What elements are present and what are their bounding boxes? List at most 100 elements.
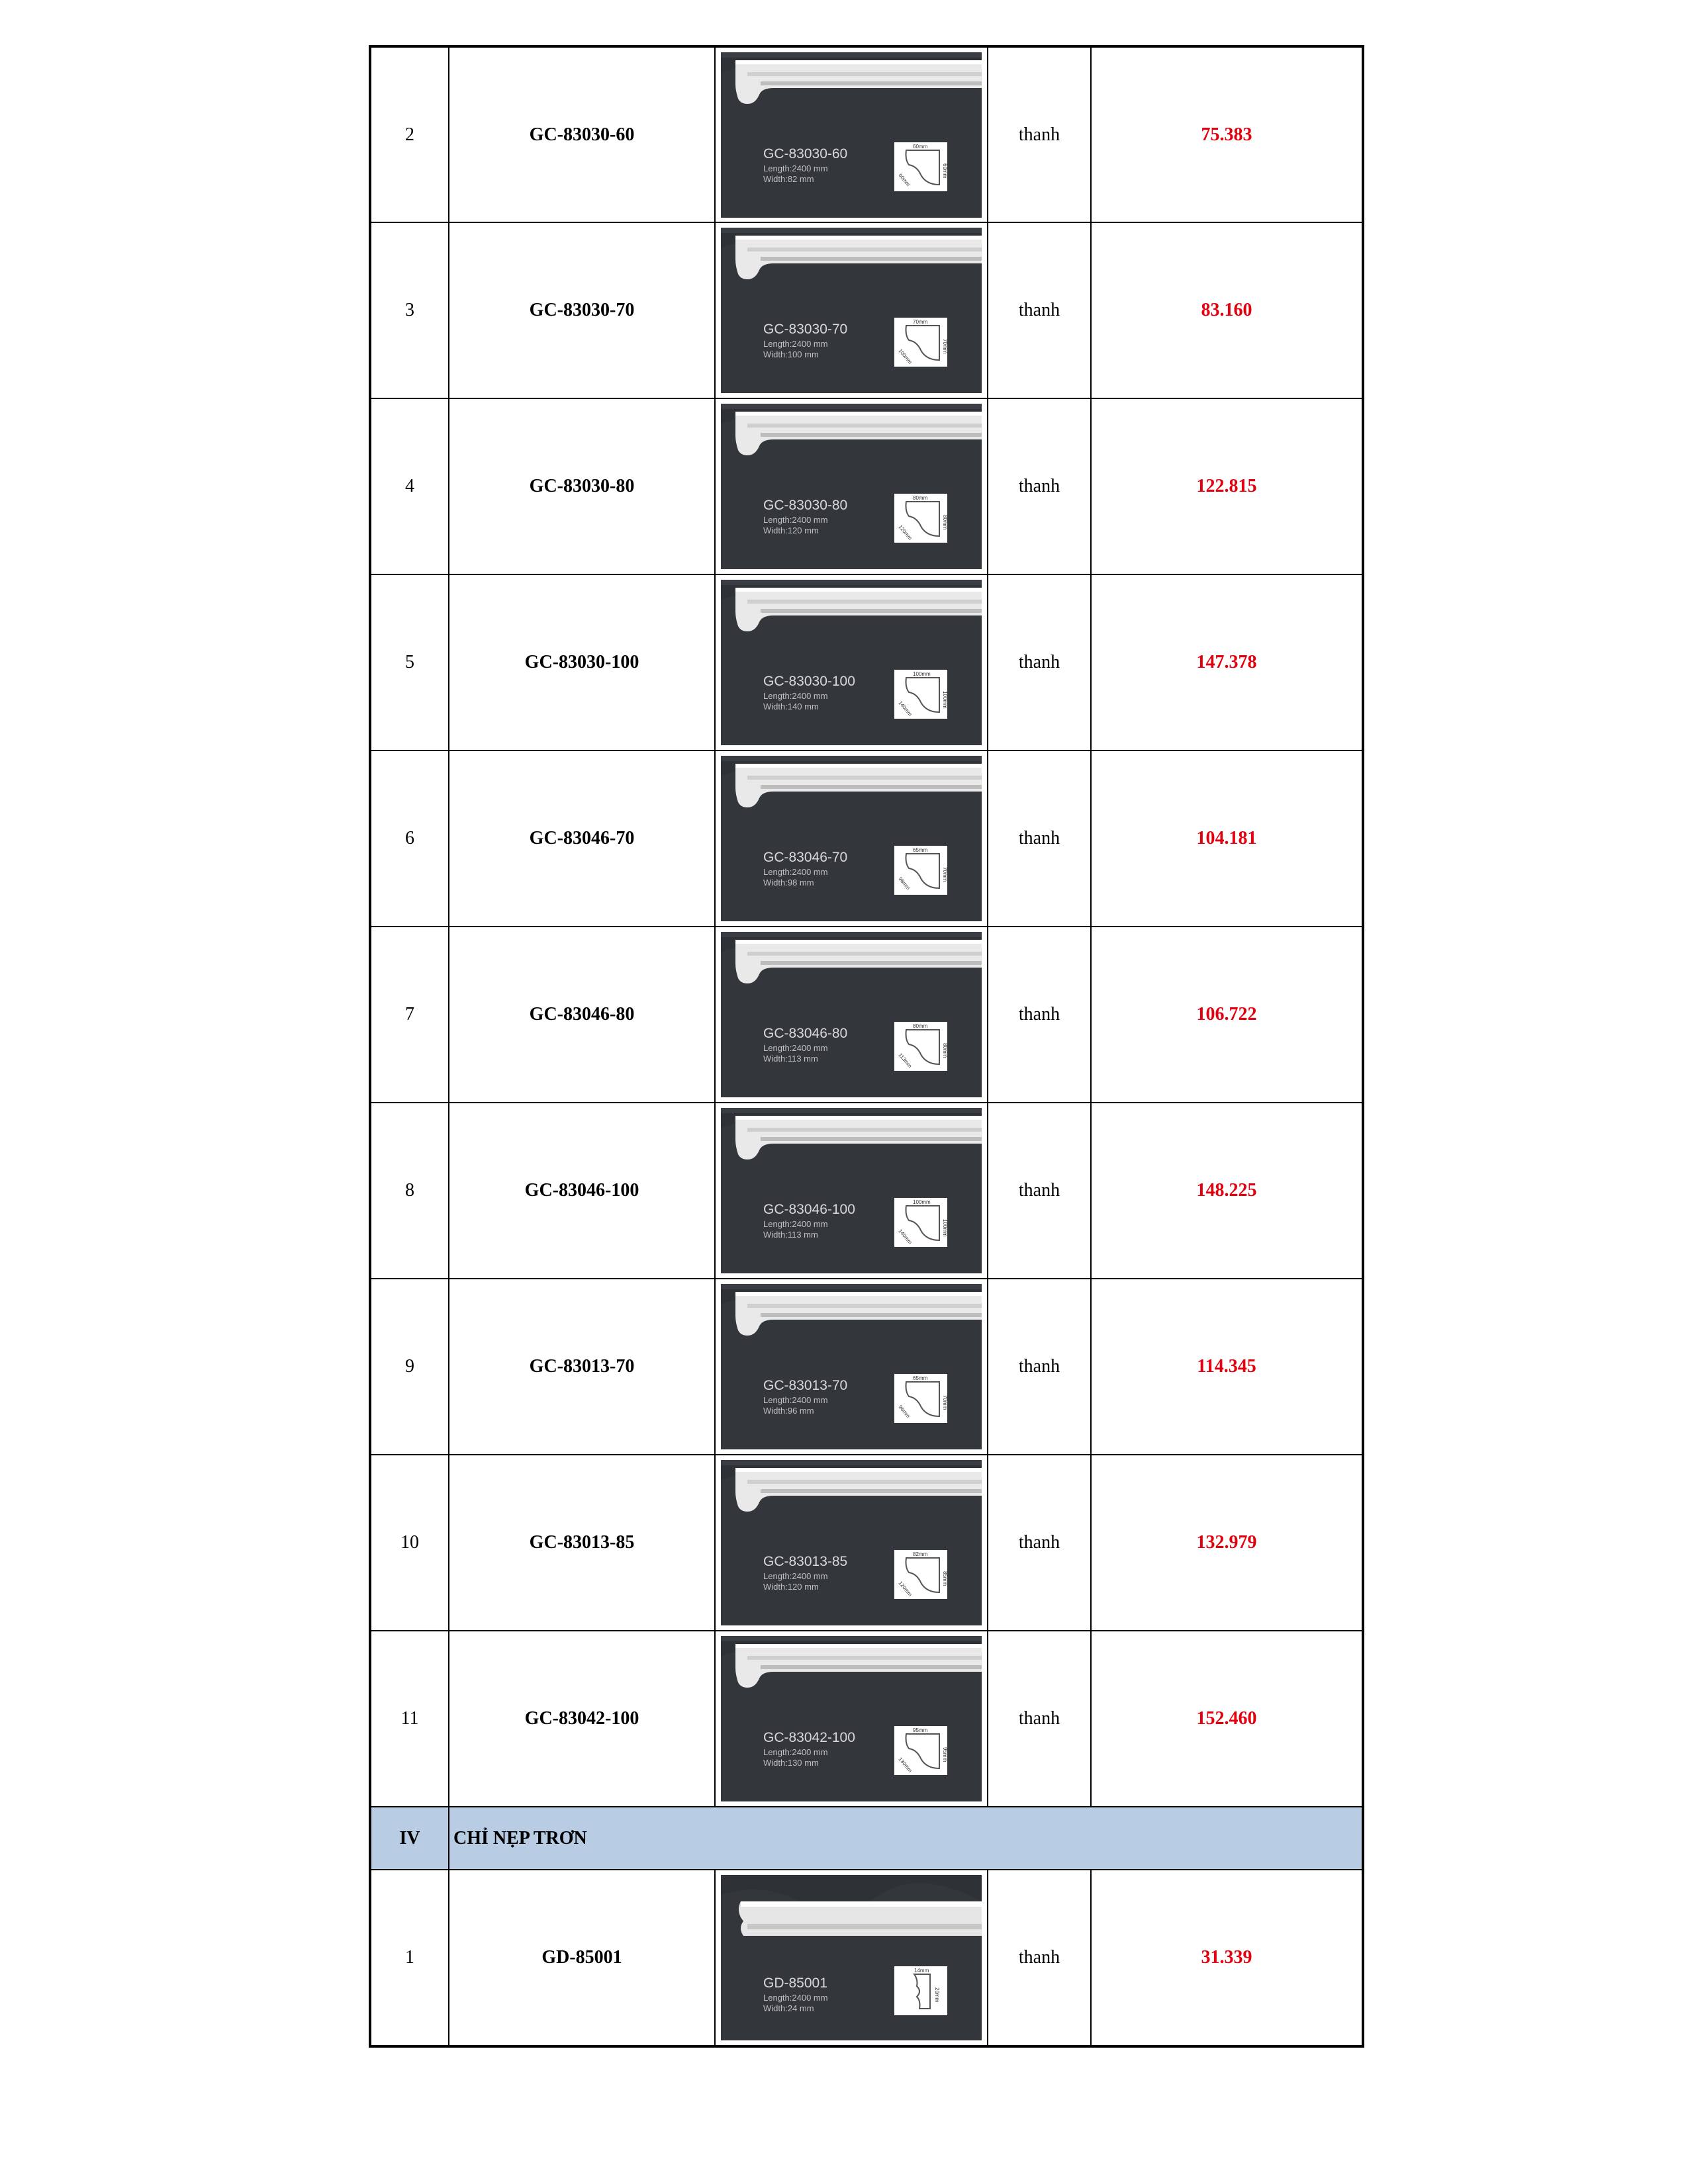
molding-photo: GC-83046-100 Length:2400 mm Width:113 mm… bbox=[721, 1108, 982, 1273]
image-length-text: Length:2400 mm bbox=[763, 1993, 828, 2003]
product-image: GC-83013-85 Length:2400 mm Width:120 mm … bbox=[721, 1460, 982, 1625]
price: 132.979 bbox=[1090, 1454, 1364, 1631]
product-image-cell: GC-83046-100 Length:2400 mm Width:113 mm… bbox=[714, 1102, 988, 1279]
unit: thanh bbox=[987, 1869, 1092, 2047]
table-row: 4 GC-83030-80 GC-83030-80 Length:2400 mm bbox=[369, 398, 1364, 575]
product-image-cell: GC-83030-80 Length:2400 mm Width:120 mm … bbox=[714, 398, 988, 575]
dim-top-text: 60mm bbox=[913, 144, 928, 150]
product-image-cell: GC-83046-70 Length:2400 mm Width:98 mm 6… bbox=[714, 750, 988, 927]
molding-photo: GC-83013-85 Length:2400 mm Width:120 mm … bbox=[721, 1460, 982, 1625]
product-image-cell: GC-83030-70 Length:2400 mm Width:100 mm … bbox=[714, 222, 988, 399]
table-row: 10 GC-83013-85 GC-83013-85 Length:2400 m… bbox=[369, 1454, 1364, 1631]
unit: thanh bbox=[987, 1630, 1092, 1807]
product-image-cell: GC-83013-70 Length:2400 mm Width:96 mm 6… bbox=[714, 1278, 988, 1455]
dim-top-text: 14mm bbox=[914, 1968, 929, 1974]
product-code: GD-85001 bbox=[448, 1869, 716, 2047]
image-code-text: GC-83030-70 bbox=[763, 322, 847, 337]
product-image: GD-85001 Length:2400 mm Width:24 mm 14mm… bbox=[721, 1875, 982, 2040]
price-table: 2 GC-83030-60 GC-83030-60 Length:2400 mm bbox=[369, 45, 1364, 2048]
section-header-row: IV CHỈ NẸP TRƠN bbox=[369, 1806, 1364, 1870]
dim-side-text: 100mm bbox=[942, 1219, 948, 1237]
unit: thanh bbox=[987, 750, 1092, 927]
molding-photo: GC-83042-100 Length:2400 mm Width:130 mm… bbox=[721, 1636, 982, 1801]
image-length-text: Length:2400 mm bbox=[763, 1747, 828, 1757]
unit: thanh bbox=[987, 1454, 1092, 1631]
molding-photo: GC-83030-100 Length:2400 mm Width:140 mm… bbox=[721, 580, 982, 745]
image-code-text: GC-83030-100 bbox=[763, 674, 855, 689]
image-width-text: Width:100 mm bbox=[763, 349, 819, 359]
image-code-text: GC-83042-100 bbox=[763, 1730, 855, 1745]
image-code-text: GC-83013-85 bbox=[763, 1554, 847, 1569]
table-row: 3 GC-83030-70 GC-83030-70 Length:2400 mm bbox=[369, 222, 1364, 399]
molding-photo: GC-83046-70 Length:2400 mm Width:98 mm 6… bbox=[721, 756, 982, 921]
unit: thanh bbox=[987, 1278, 1092, 1455]
image-length-text: Length:2400 mm bbox=[763, 163, 828, 173]
product-image: GC-83046-100 Length:2400 mm Width:113 mm… bbox=[721, 1108, 982, 1273]
image-width-text: Width:120 mm bbox=[763, 525, 819, 535]
image-width-text: Width:98 mm bbox=[763, 878, 814, 887]
unit: thanh bbox=[987, 222, 1092, 399]
table-row: 5 GC-83030-100 GC-83030-100 Length:2400 … bbox=[369, 574, 1364, 751]
table-row: 7 GC-83046-80 GC-83046-80 Length:2400 mm bbox=[369, 926, 1364, 1103]
product-code: GC-83046-70 bbox=[448, 750, 716, 927]
row-number: 8 bbox=[369, 1102, 449, 1279]
section-title: CHỈ NẸP TRƠN bbox=[448, 1806, 1364, 1870]
image-code-text: GD-85001 bbox=[763, 1976, 827, 1991]
product-code: GC-83013-70 bbox=[448, 1278, 716, 1455]
product-code: GC-83030-80 bbox=[448, 398, 716, 575]
image-width-text: Width:96 mm bbox=[763, 1406, 814, 1416]
dim-side-text: 95mm bbox=[942, 1747, 948, 1762]
image-length-text: Length:2400 mm bbox=[763, 1395, 828, 1405]
dim-top-text: 95mm bbox=[913, 1727, 928, 1733]
molding-photo: GC-83030-80 Length:2400 mm Width:120 mm … bbox=[721, 404, 982, 569]
price: 148.225 bbox=[1090, 1102, 1364, 1279]
dim-side-text: 80mm bbox=[942, 515, 948, 530]
image-width-text: Width:113 mm bbox=[763, 1054, 818, 1064]
table-row: 2 GC-83030-60 GC-83030-60 Length:2400 mm bbox=[369, 46, 1364, 223]
product-image: GC-83030-70 Length:2400 mm Width:100 mm … bbox=[721, 228, 982, 393]
dim-side-text: 60mm bbox=[942, 163, 948, 179]
image-code-text: GC-83046-70 bbox=[763, 850, 847, 865]
product-image-cell: GC-83046-80 Length:2400 mm Width:113 mm … bbox=[714, 926, 988, 1103]
row-number: 3 bbox=[369, 222, 449, 399]
product-image-cell: GC-83013-85 Length:2400 mm Width:120 mm … bbox=[714, 1454, 988, 1631]
image-code-text: GC-83046-100 bbox=[763, 1202, 855, 1217]
dim-top-text: 65mm bbox=[913, 847, 928, 853]
unit: thanh bbox=[987, 926, 1092, 1103]
product-image-cell: GD-85001 Length:2400 mm Width:24 mm 14mm… bbox=[714, 1869, 988, 2047]
row-number: 7 bbox=[369, 926, 449, 1103]
dim-side-text: 70mm bbox=[942, 867, 948, 882]
image-length-text: Length:2400 mm bbox=[763, 1571, 828, 1581]
product-code: GC-83030-60 bbox=[448, 46, 716, 223]
dim-side-text: 20mm bbox=[934, 1987, 940, 2003]
price: 147.378 bbox=[1090, 574, 1364, 751]
section-number: IV bbox=[369, 1806, 449, 1870]
table-row: 8 GC-83046-100 GC-83046-100 Length:2400 … bbox=[369, 1102, 1364, 1279]
price: 152.460 bbox=[1090, 1630, 1364, 1807]
dim-top-text: 65mm bbox=[913, 1375, 928, 1381]
image-code-text: GC-83030-80 bbox=[763, 498, 847, 513]
unit: thanh bbox=[987, 398, 1092, 575]
molding-photo: GC-83030-70 Length:2400 mm Width:100 mm … bbox=[721, 228, 982, 393]
price: 104.181 bbox=[1090, 750, 1364, 927]
product-code: GC-83046-100 bbox=[448, 1102, 716, 1279]
table-row: 9 GC-83013-70 GC-83013-70 Length:2400 mm bbox=[369, 1278, 1364, 1455]
dim-side-text: 80mm bbox=[942, 1043, 948, 1058]
product-image: GC-83046-80 Length:2400 mm Width:113 mm … bbox=[721, 932, 982, 1097]
image-length-text: Length:2400 mm bbox=[763, 867, 828, 877]
price: 114.345 bbox=[1090, 1278, 1364, 1455]
image-length-text: Length:2400 mm bbox=[763, 515, 828, 525]
product-image: GC-83013-70 Length:2400 mm Width:96 mm 6… bbox=[721, 1284, 982, 1449]
row-number: 10 bbox=[369, 1454, 449, 1631]
molding-photo: GC-83030-60 Length:2400 mm Width:82 mm 6… bbox=[721, 52, 982, 218]
price: 75.383 bbox=[1090, 46, 1364, 223]
molding-photo: GC-83046-80 Length:2400 mm Width:113 mm … bbox=[721, 932, 982, 1097]
product-code: GC-83030-100 bbox=[448, 574, 716, 751]
product-code: GC-83030-70 bbox=[448, 222, 716, 399]
image-width-text: Width:82 mm bbox=[763, 174, 814, 184]
unit: thanh bbox=[987, 574, 1092, 751]
image-width-text: Width:24 mm bbox=[763, 2003, 814, 2013]
image-width-text: Width:140 mm bbox=[763, 702, 819, 711]
dim-top-text: 100mm bbox=[913, 671, 931, 677]
dim-top-text: 70mm bbox=[913, 319, 928, 325]
